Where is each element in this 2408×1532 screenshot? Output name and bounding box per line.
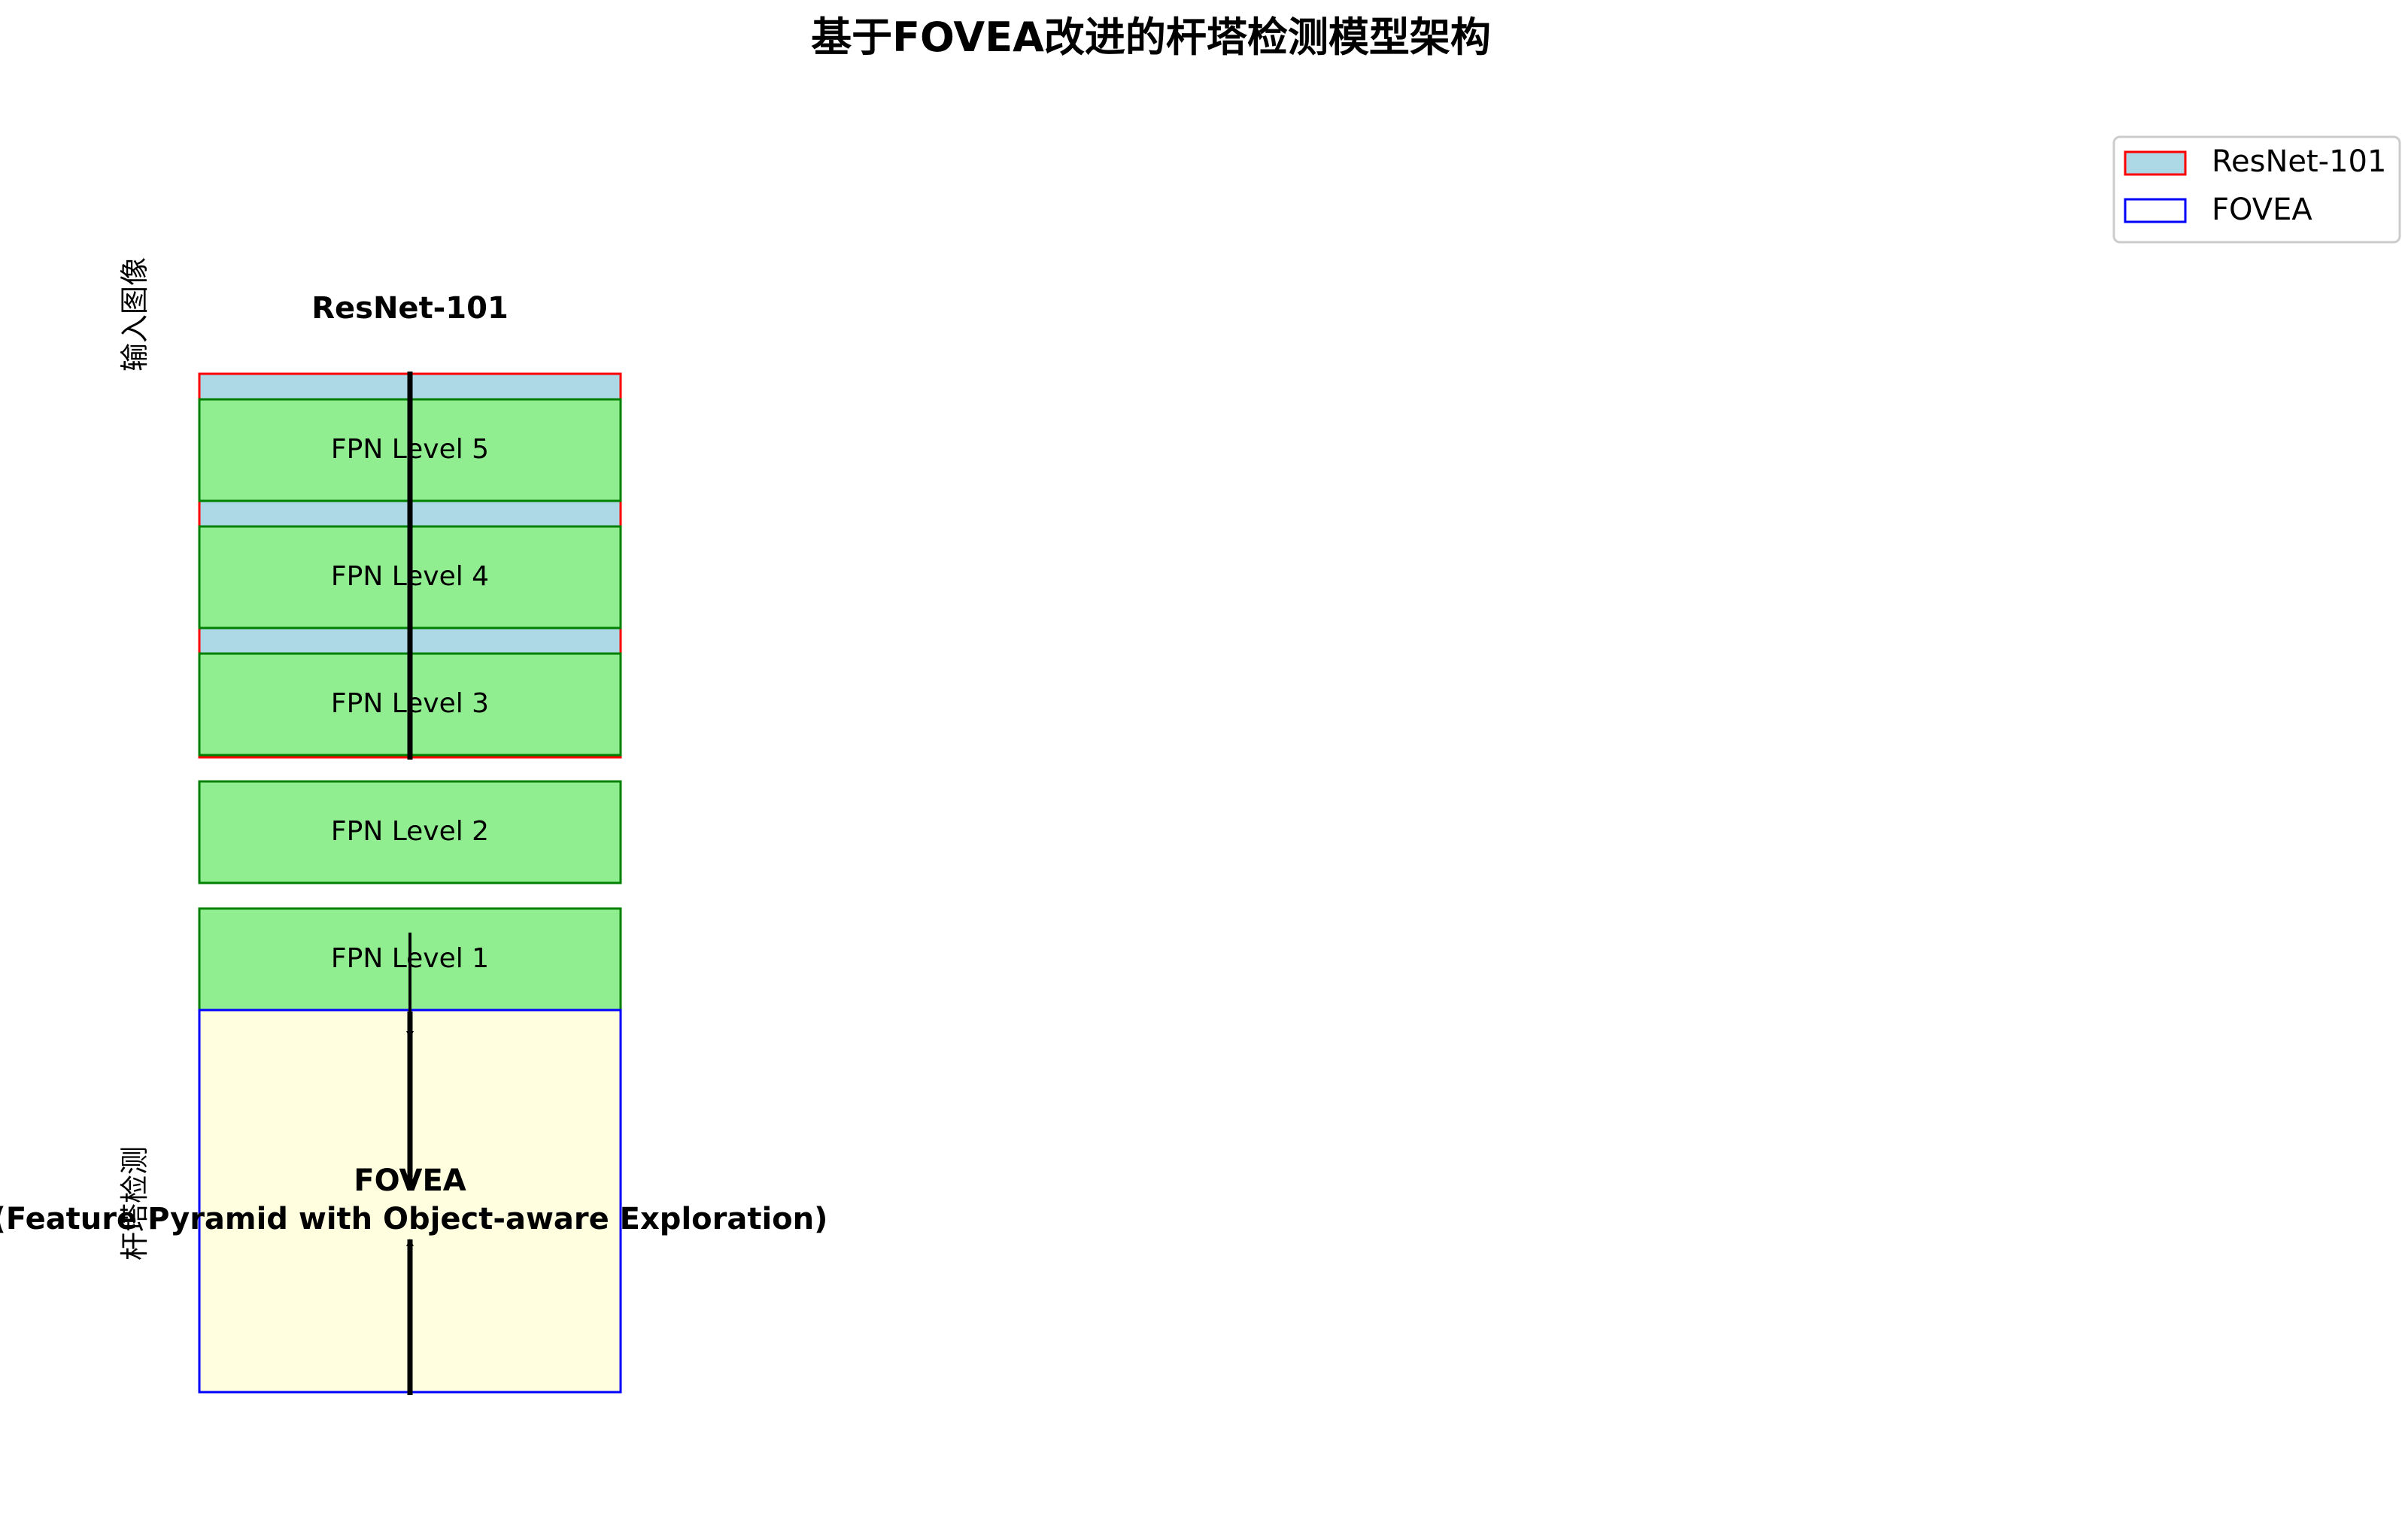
legend-swatch-resnet [2124, 150, 2187, 176]
diagram-title: 基于FOVEA改进的杆塔检测模型架构 [811, 14, 1491, 61]
fpn-level-2: FPN Level 2 [198, 780, 622, 884]
input-image-label: 输入图像 [118, 257, 151, 372]
tower-detection-label: 杆塔检测 [118, 1146, 151, 1260]
legend-label-resnet: ResNet-101 [2212, 144, 2386, 179]
legend-label-fovea: FOVEA [2212, 193, 2312, 227]
legend-swatch-fovea [2124, 198, 2187, 223]
fpn-level-2-box [198, 780, 622, 884]
fovea-title: FOVEA [354, 1163, 466, 1198]
fovea-subtitle: (Feature Pyramid with Object-aware Explo… [0, 1202, 827, 1236]
legend: ResNet-101 FOVEA [2112, 135, 2401, 244]
fpn-level-2-label: FPN Level 2 [331, 816, 489, 847]
backbone-label: ResNet-101 [311, 291, 509, 326]
